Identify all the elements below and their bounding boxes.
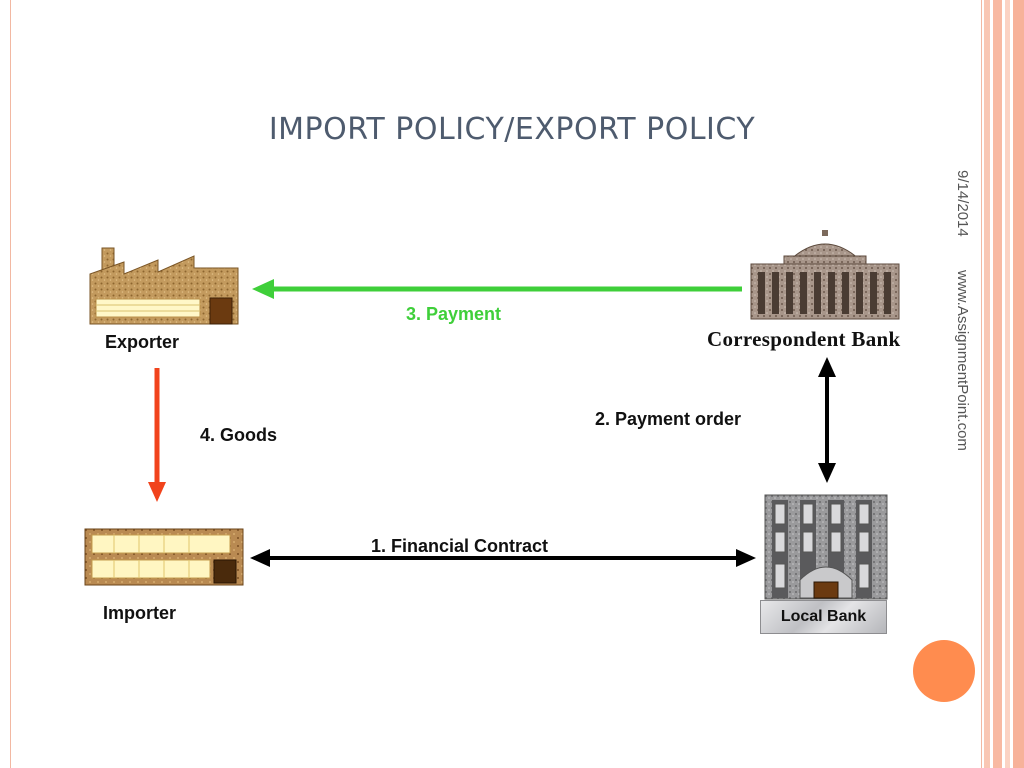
warehouse-icon (84, 528, 244, 586)
payment-label: 3. Payment (406, 304, 502, 324)
local-bank-label: Local Bank (780, 608, 867, 625)
financial-contract-label: 1. Financial Contract (371, 536, 549, 556)
payment-order-label: 2. Payment order (595, 409, 742, 429)
accent-circle (913, 640, 975, 702)
exporter-label: Exporter (105, 332, 180, 352)
border-stripe-4 (1013, 0, 1024, 768)
local-bank-plate: Local Bank (760, 600, 887, 634)
border-stripe-3 (1005, 0, 1010, 768)
bank-building-icon (750, 230, 900, 320)
slide-title: IMPORT POLICY/EXPORT POLICY (268, 112, 756, 147)
factory-icon (89, 247, 239, 325)
border-stripe-2 (993, 0, 1002, 768)
goods-label: 4. Goods (200, 425, 278, 445)
goods-arrow (148, 368, 166, 502)
payment-arrow (252, 279, 742, 299)
payment-order-arrow (818, 357, 836, 483)
financial-contract-arrow (250, 549, 756, 567)
local-bank-building-icon (764, 494, 888, 600)
importer-label: Importer (103, 603, 177, 623)
slide-frame (10, 0, 982, 768)
border-stripe-1 (984, 0, 990, 768)
correspondent-bank-label: Correspondent Bank (707, 327, 901, 351)
